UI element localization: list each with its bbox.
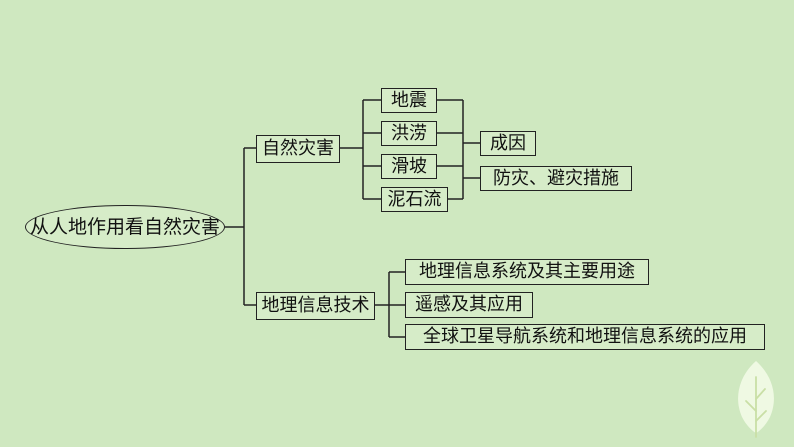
branch-natural-hazards: 自然灾害	[256, 135, 340, 163]
branch-geo-info-tech: 地理信息技术	[256, 292, 375, 320]
hazard-flood: 洪涝	[381, 121, 437, 146]
root-topic: 从人地作用看自然灾害	[25, 205, 225, 249]
aspect-prevention: 防灾、避灾措施	[480, 166, 632, 191]
gis-item-gnss: 全球卫星导航系统和地理信息系统的应用	[405, 324, 765, 350]
gis-item-gis: 地理信息系统及其主要用途	[405, 259, 649, 285]
hazard-earthquake: 地震	[381, 88, 437, 113]
hazard-debris-flow: 泥石流	[381, 187, 448, 212]
leaf-icon	[738, 361, 774, 438]
gis-item-rs: 遥感及其应用	[405, 292, 533, 318]
aspect-causes: 成因	[480, 131, 536, 156]
hazard-landslide: 滑坡	[381, 154, 437, 179]
